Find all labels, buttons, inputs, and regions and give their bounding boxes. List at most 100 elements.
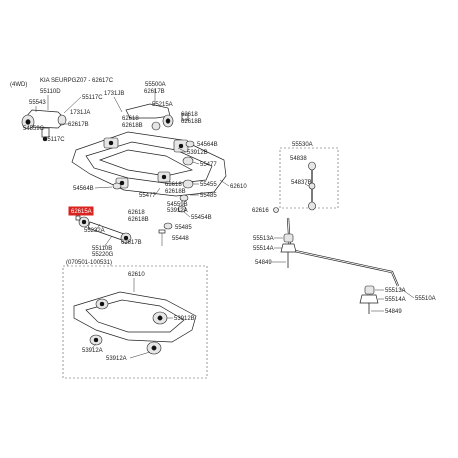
label-54564B-b: 54564B bbox=[73, 186, 94, 192]
label-54849-b: 54849 bbox=[385, 309, 402, 315]
label-54559C: 54559C bbox=[23, 126, 45, 132]
label-55110D: 55110D bbox=[40, 89, 61, 95]
bushing-55455 bbox=[182, 179, 194, 189]
highlight-62615A[interactable] bbox=[68, 206, 94, 216]
label-55220G: 55220G bbox=[92, 252, 114, 258]
label-54838: 54838 bbox=[290, 156, 307, 162]
label-62618-d: 62618 bbox=[128, 210, 145, 216]
lateral-arm-bushing-core bbox=[165, 118, 171, 124]
bushing-55477-a bbox=[182, 156, 194, 166]
bushing-55485-b bbox=[163, 222, 173, 230]
arm-nut bbox=[42, 136, 48, 142]
lower-arm-bushing-outer-core bbox=[123, 235, 129, 241]
label-55477-b: 55477 bbox=[139, 193, 156, 199]
label-55543: 55543 bbox=[29, 100, 46, 106]
bracket-55514A-a bbox=[280, 243, 297, 253]
lower-arm-bolt-head bbox=[75, 215, 81, 221]
bushing-55513A-a bbox=[283, 233, 294, 243]
label-55454B: 55454B bbox=[191, 215, 212, 221]
label-62617B-c: 62617B bbox=[121, 240, 142, 246]
bolt-54564B bbox=[185, 140, 195, 148]
label-53912A-c: 53912A bbox=[106, 356, 127, 362]
label-62610-a: 62610 bbox=[230, 184, 247, 190]
label-55485-a: 55485 bbox=[200, 193, 217, 199]
inset-hole-4 bbox=[93, 337, 99, 343]
label-54564B-a: 54564B bbox=[197, 142, 218, 148]
label-53912B-a: 53912B bbox=[187, 150, 208, 156]
subframe-inset bbox=[73, 291, 197, 355]
label-55513A-b: 55513A bbox=[385, 288, 406, 294]
stabilizer-bar-highlight bbox=[287, 217, 399, 287]
inset-box bbox=[62, 265, 208, 379]
link-ball-top bbox=[308, 161, 316, 171]
stabilizer-bar bbox=[286, 217, 400, 287]
label-54849-a: 54849 bbox=[255, 260, 272, 266]
label-62616: 62616 bbox=[252, 208, 269, 214]
inset-range-label: (070501-100531) bbox=[66, 260, 112, 266]
label-53912A-b: 53912A bbox=[82, 348, 103, 354]
drive-type-label: (4WD) bbox=[10, 82, 27, 88]
subframe-center-plate bbox=[98, 149, 193, 177]
label-55477-a: 55477 bbox=[200, 162, 217, 168]
label-62618B-b: 62618B bbox=[122, 123, 143, 129]
label-55455: 55455 bbox=[200, 182, 217, 188]
bolt-55448-head bbox=[158, 229, 166, 234]
link-ball-bottom bbox=[308, 201, 316, 211]
label-62617B-b: 62617B bbox=[68, 122, 89, 128]
label-53912A-a: 53912A bbox=[167, 208, 188, 214]
label-62615A[interactable]: 62615A bbox=[71, 209, 92, 215]
label-62618-a: 62618 bbox=[181, 112, 198, 118]
lateral-arm-washer bbox=[151, 121, 161, 131]
label-55117C-b: 55117C bbox=[44, 137, 65, 143]
label-62610-b: 62610 bbox=[128, 272, 145, 278]
mount-hole-3 bbox=[161, 174, 167, 180]
label-55448: 55448 bbox=[172, 236, 189, 242]
arm-bushing-right bbox=[57, 114, 67, 126]
label-1731JB: 1731JB bbox=[104, 91, 124, 97]
inset-hole-3 bbox=[151, 345, 157, 351]
bushing-53912A bbox=[177, 205, 187, 213]
lateral-arm-nut bbox=[181, 113, 189, 121]
inset-hole-1 bbox=[99, 301, 105, 307]
mount-hole-1 bbox=[108, 140, 114, 146]
label-1731JA: 1731JA bbox=[70, 110, 90, 116]
stabilizer-link bbox=[308, 161, 316, 211]
label-55514A-b: 55514A bbox=[385, 297, 406, 303]
arm-bushing-left-core bbox=[25, 119, 31, 125]
lower-arm-bushing-inner-core bbox=[81, 219, 87, 225]
label-55215A: 55215A bbox=[152, 102, 173, 108]
stabilizer-link-box bbox=[279, 147, 339, 209]
label-62617B-a: 62617B bbox=[144, 89, 165, 95]
label-55530A: 55530A bbox=[292, 142, 313, 148]
label-62618-b: 62618 bbox=[122, 116, 139, 122]
label-55514A-a: 55514A bbox=[253, 246, 274, 252]
lateral-arm-group bbox=[125, 103, 189, 131]
label-55500A: 55500A bbox=[145, 82, 166, 88]
bolt-54564B-b bbox=[112, 182, 122, 190]
trailing-arm-group bbox=[21, 109, 67, 142]
mount-hole-2 bbox=[178, 143, 184, 149]
label-62618-c: 62618 bbox=[165, 182, 182, 188]
inset-hole-2 bbox=[157, 315, 163, 321]
label-53912B-b: 53912B bbox=[174, 316, 195, 322]
label-62618B-c: 62618B bbox=[165, 189, 186, 195]
label-62618B-a: 62618B bbox=[181, 119, 202, 125]
label-55510A: 55510A bbox=[415, 296, 436, 302]
lower-arm-group bbox=[75, 215, 132, 244]
bushing-55513A-b bbox=[364, 285, 375, 295]
mount-hole-4 bbox=[119, 180, 125, 186]
applicability-label: KIA SEURPGZ07 - 62617C bbox=[40, 78, 114, 84]
bracket-55514A-b bbox=[359, 294, 379, 304]
label-55485-b: 55485 bbox=[175, 225, 192, 231]
label-54559B: 54559B bbox=[167, 202, 188, 208]
label-55513A-a: 55513A bbox=[253, 236, 274, 242]
label-62618B-d: 62618B bbox=[128, 217, 149, 223]
label-55232A: 55232A bbox=[84, 228, 105, 234]
label-55117C-a: 55117C bbox=[82, 95, 103, 101]
label-54837B: 54837B bbox=[291, 180, 312, 186]
label-55110B: 55110B bbox=[92, 246, 112, 252]
bushing-54559B bbox=[179, 194, 189, 202]
nut-62616 bbox=[273, 207, 279, 213]
